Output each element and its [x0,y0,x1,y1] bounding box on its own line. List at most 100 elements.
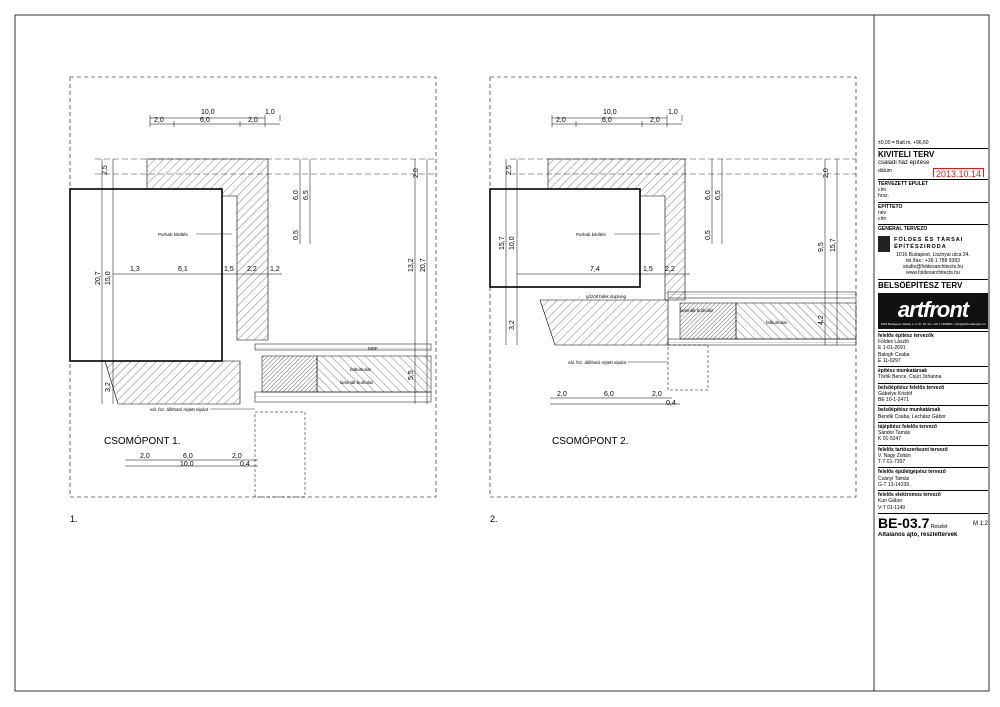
role-person: V. Nagy Zoltán [878,452,911,459]
detail-2-number: 2. [490,514,498,524]
door-leaf-bottom [254,391,432,403]
role-person: Bendik Csaba, Lechász Gábor [878,413,946,420]
dim-h-d: 2,2 [247,266,257,273]
scale: M 1:2 [972,520,988,527]
role-person: Földes László [878,339,909,345]
dim-right-e: 13,2 [408,258,415,272]
label-laminalt: laminált burkolat [680,308,714,313]
role-title: tájépítész felelős tervező [878,423,937,430]
firm-phone: tel./fax.: +36 1 788 9383 [906,257,960,264]
plan-type: KIVITELI TERV [878,150,935,160]
hinge-outline [667,344,709,391]
door-leaf-core [679,302,737,340]
label-falburkolat: falburkolat [766,320,788,325]
dim-left-a: 2,5 [102,165,109,175]
detail-1-left-dims: 2,5 20,7 15,0 3,2 [95,159,114,404]
dim-right-d: 0,5 [705,230,712,240]
general-designer: GENERÁL TERVEZŐ [878,226,928,233]
wall-block [489,188,641,288]
role-person: T-T 01-7397 [878,459,906,465]
detail-1-caption: CSOMÓPONT 1. [104,434,181,447]
address-label-2: cím [878,216,887,222]
firm-address: 1016 Budapest, Lisznyai utca 24. [896,251,970,258]
detail-2-caption: CSOMÓPONT 2. [552,434,629,447]
detail-2-labels: Purhab kitöltés gőzölt bükk duplung lami… [568,232,788,365]
dim-left-c: 15,0 [105,271,112,285]
detail-2-top-dims: 10,0 1,0 2,0 6,0 2,0 [551,109,683,127]
label-falburkolat: falburkolat [350,367,372,372]
dim-top-right: 1,0 [668,109,678,116]
sheet-code: BE-03.7 [878,514,930,531]
dim-b-total: 10,0 [180,461,194,468]
detail-2: 10,0 1,0 2,0 6,0 2,0 2,5 15,7 10,0 3,2 2… [489,76,857,524]
detail-2-horiz-dims: 7,4 1,5 2,2 [517,266,690,275]
label-hinge: vál. fsz. állítható rejtett elpánt [150,407,209,412]
dim-h-c: 2,2 [665,266,675,273]
dim-right-g: 4,2 [818,315,825,325]
client-label: ÉPÍTTETŐ [878,203,903,210]
dim-right-b: 6,0 [293,190,300,200]
role-person: BÉ 10-1-2471 [878,397,909,403]
dim-left-b: 15,7 [499,236,506,250]
dim-right-c: 6,5 [715,190,722,200]
dim-b-a: 2,0 [557,391,567,398]
detail-2-bottom-dims: 2,0 6,0 2,0 0,4 [550,391,680,407]
label-hinge: vál. fsz. állítható rejtett elpánt [568,360,627,365]
sheet-title: Általános ajtó, reszlettervek [878,532,958,539]
dim-left-c: 10,0 [509,236,516,250]
sheet-kind: Részlet [930,523,948,530]
door-leaf-core2 [735,302,857,340]
sheet-border [14,14,990,692]
hinge-outline [254,411,306,498]
dim-h-e: 1,2 [270,266,280,273]
role-title: felelős tartószerkezet tervező [878,446,948,453]
detail-1: 10,0 1,0 2,0 6,0 2,0 2,5 20,7 15,0 3,2 [69,76,437,524]
dim-right-e: 9,5 [818,242,825,252]
dim-left-d: 3,2 [105,382,112,392]
dim-left-a: 2,5 [506,165,513,175]
name-label: név [878,209,887,216]
firm-logo-icon [878,235,891,252]
role-person: Csányi Tamás [878,475,910,482]
dim-b-d: 0,4 [240,461,250,468]
firm-name: FÖLDES ÉS TÁRSAI ÉPÍTÉSZIRODA [894,236,964,250]
dim-top-left: 2,0 [556,117,566,124]
date-value: 2013.10.14 [932,167,984,177]
address-label: cím [878,187,887,193]
detail-1-right-dims: 2,0 6,0 6,5 0,5 13,2 20,7 5,5 [293,159,428,404]
wall-block [69,188,223,362]
dim-top-r2: 2,0 [650,117,660,124]
role-person: Török Bence, Csúri Johanna [878,374,942,381]
dim-b-b: 6,0 [604,391,614,398]
label-duplung: gőzölt bükk duplung [586,294,627,299]
dim-top-mid: 6,0 [602,117,612,124]
dim-left-b: 20,7 [95,271,102,285]
dim-right-d: 0,5 [293,230,300,240]
dim-b-c: 2,0 [232,453,242,460]
detail-1-bottom-dims: 2,0 6,0 2,0 10,0 0,4 [125,453,258,468]
door-leaf-bottom [667,338,857,346]
title-block: ±0,00 = Balt.m. +96,60 KIVITELI TERV csa… [878,140,988,540]
dim-h-b: 1,5 [643,266,653,273]
project-name: családi ház építése [878,160,930,167]
door-leaf-mdf [667,291,857,299]
wooden-frame-bottom [104,360,241,405]
dim-top-mid: 6,0 [200,117,210,124]
label-purhab: Purhab kitöltés [576,232,607,237]
dim-right-g: 5,5 [408,370,415,380]
artfront-brand: artfront [897,296,969,322]
role-title: belsőépítész munkatársak [878,407,941,414]
role-title: építész munkatársak [878,368,928,374]
dim-left-d: 3,2 [509,320,516,330]
interior-plan: BELSŐÉPÍTÉSZ TERV [878,280,963,290]
dim-top-total: 10,0 [603,109,617,116]
dim-h-c: 1,5 [224,266,234,273]
artfront-logo: artfront 1092 Budapest, Ráday u. 4. III.… [878,292,988,329]
label-mdf: MDF [368,346,378,351]
dim-b-b: 6,0 [183,453,193,460]
role-person: G-T 13-14239 [878,481,910,488]
